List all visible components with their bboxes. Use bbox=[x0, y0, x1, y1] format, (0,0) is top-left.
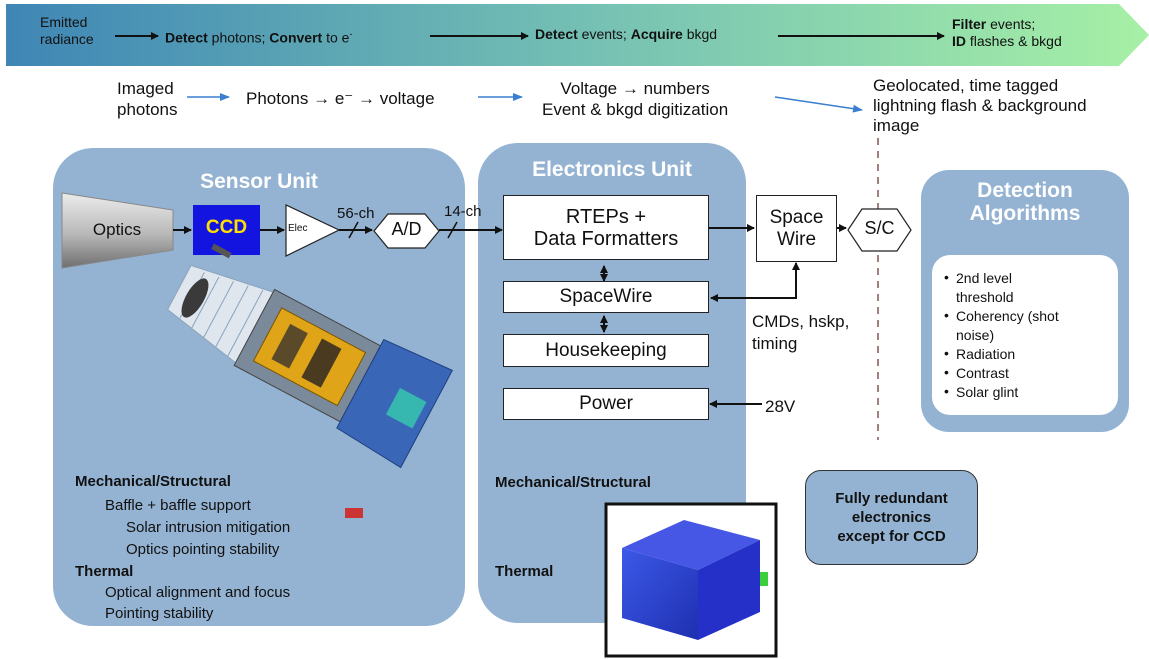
banner-step1-text1: photons; bbox=[207, 29, 270, 46]
banner-step3-line2: ID flashes & bkgd bbox=[952, 33, 1062, 50]
bus-slash-14ch bbox=[447, 221, 458, 239]
emitted-radiance-label: Emitted radiance bbox=[40, 14, 94, 47]
elec-amplifier-triangle bbox=[285, 204, 341, 257]
channel-count-56: 56-ch bbox=[337, 205, 375, 222]
banner-step3-text1: events; bbox=[986, 16, 1036, 32]
28v-label: 28V bbox=[765, 397, 796, 416]
ccd-label: CCD bbox=[205, 217, 248, 238]
banner-step3-line1: Filter events; bbox=[952, 16, 1062, 33]
ad-label: A/D bbox=[391, 219, 422, 239]
algo-item-solar-glint: Solar glint bbox=[940, 382, 1110, 402]
banner-step1-bold2: Convert bbox=[269, 29, 323, 46]
power-box: Power bbox=[503, 388, 709, 420]
banner-step2-text1: events; bbox=[577, 26, 631, 42]
spacewire-external-box: Space Wire bbox=[756, 195, 837, 262]
banner-step2-bold1: Detect bbox=[535, 26, 578, 42]
banner-step3-bold1: Filter bbox=[952, 16, 987, 32]
spacecraft-label: S/C bbox=[864, 218, 895, 238]
spacewire-internal-box: SpaceWire bbox=[503, 281, 709, 313]
sensor-mech-heading-text: Mechanical/Structural bbox=[75, 473, 231, 490]
channel-count-14: 14-ch bbox=[444, 203, 482, 220]
redundancy-note: Fully redundant electronics except for C… bbox=[805, 470, 978, 565]
optics-label: Optics bbox=[92, 220, 142, 239]
banner-step3-bold2: ID bbox=[952, 33, 966, 49]
electronics-unit-title: Electronics Unit bbox=[532, 158, 692, 181]
bus-slash-56ch bbox=[348, 221, 359, 239]
banner-step2-text2: bkgd bbox=[682, 26, 718, 42]
sensor-thermal-item-alignment: Optical alignment and focus bbox=[105, 584, 291, 601]
sensor-mech-item-baffle: Baffle + baffle support bbox=[105, 497, 251, 514]
sensor-thermal-item-pointing: Pointing stability bbox=[105, 605, 214, 622]
sensor-mech-heading: Mechanical/Structural bbox=[75, 471, 231, 492]
sensor-unit-title: Sensor Unit bbox=[200, 170, 318, 193]
banner-step-filter-id: Filter events; ID flashes & bkgd bbox=[952, 16, 1062, 50]
sensor-thermal-heading-text: Thermal bbox=[75, 563, 134, 580]
algo-item-radiation: Radiation bbox=[940, 344, 1110, 364]
stage-imaged-photons: Imaged photons bbox=[117, 79, 178, 119]
spacecraft-hexagon bbox=[847, 208, 912, 252]
electronics-thermal-heading: Thermal bbox=[495, 561, 553, 582]
detection-algorithms-list: 2nd level threshold Coherency (shot nois… bbox=[940, 268, 1110, 402]
banner-step1-bold1: Detect bbox=[165, 29, 208, 46]
process-banner bbox=[6, 4, 1149, 66]
elec-label: Elec bbox=[288, 223, 308, 234]
sensor-mech-item-solar: Solar intrusion mitigation bbox=[126, 519, 291, 536]
arrow-cmds-bidirectional bbox=[710, 262, 800, 302]
detection-algorithms-list-panel: 2nd level threshold Coherency (shot nois… bbox=[932, 255, 1118, 415]
stage-arrow-3 bbox=[774, 96, 863, 113]
sensor-mech-item-pointing: Optics pointing stability bbox=[126, 541, 280, 558]
sensor-illustration bbox=[166, 243, 454, 518]
banner-step2-bold2: Acquire bbox=[630, 26, 683, 42]
stage-photons-to-voltage: Photons → e⁻ → voltage bbox=[246, 89, 435, 108]
banner-step1-text2: to e bbox=[322, 29, 350, 46]
stage-geolocated-output: Geolocated, time tagged lightning flash … bbox=[873, 76, 1087, 135]
rteps-data-formatters-box: RTEPs + Data Formatters bbox=[503, 195, 709, 260]
detection-algorithms-title: Detection Algorithms bbox=[969, 179, 1081, 225]
ccd-box bbox=[193, 205, 260, 255]
electronics-mech-heading: Mechanical/Structural bbox=[495, 472, 651, 493]
algo-item-2nd-level: 2nd level threshold bbox=[940, 268, 1110, 307]
banner-step-detect-convert: Detect photons; Convert to e- bbox=[165, 29, 353, 46]
banner-step-detect-acquire: Detect events; Acquire bkgd bbox=[535, 26, 717, 43]
electronics-thermal-heading-text: Thermal bbox=[495, 563, 554, 580]
optics-shape bbox=[61, 192, 174, 269]
electronics-mech-heading-text: Mechanical/Structural bbox=[495, 474, 651, 491]
algo-item-coherency: Coherency (shot noise) bbox=[940, 306, 1110, 345]
banner-step3-text2: flashes & bkgd bbox=[966, 33, 1062, 49]
sensor-thermal-heading: Thermal bbox=[75, 561, 133, 582]
housekeeping-box: Housekeeping bbox=[503, 334, 709, 367]
stage-voltage-to-numbers: Voltage → numbers Event & bkgd digitizat… bbox=[542, 79, 729, 119]
cmds-hskp-timing-label: CMDs, hskp, timing bbox=[752, 312, 850, 353]
electronics-box-illustration bbox=[604, 502, 778, 658]
algo-item-contrast: Contrast bbox=[940, 363, 1110, 383]
